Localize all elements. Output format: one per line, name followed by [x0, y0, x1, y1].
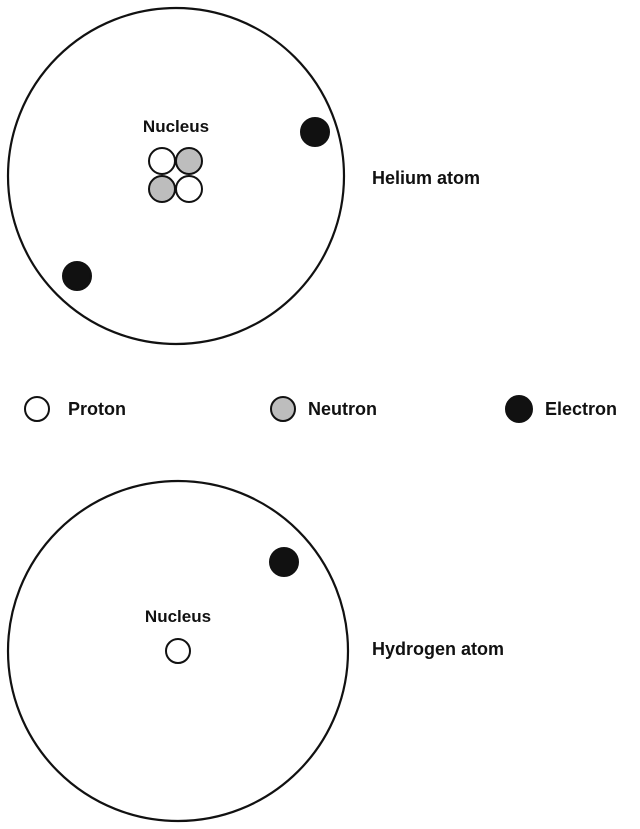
legend: Proton Neutron Electron: [24, 395, 617, 423]
hydrogen-atom: Nucleus Hydrogen atom: [6, 479, 504, 823]
hydrogen-atom-boundary: [6, 479, 350, 823]
helium-electron-2: [62, 261, 92, 291]
neutron-swatch-icon: [270, 396, 296, 422]
legend-proton-label: Proton: [68, 399, 126, 419]
helium-nucleus-particle-4: [175, 175, 203, 203]
helium-atom-label: Helium atom: [372, 168, 480, 188]
electron-swatch-icon: [505, 395, 533, 423]
helium-nucleus-label: Nucleus: [143, 117, 209, 136]
hydrogen-electron-1: [269, 547, 299, 577]
hydrogen-nucleus-label: Nucleus: [145, 607, 211, 626]
hydrogen-atom-label: Hydrogen atom: [372, 639, 504, 659]
legend-electron: Electron: [505, 395, 617, 423]
proton-swatch-icon: [24, 396, 50, 422]
legend-neutron: Neutron: [270, 396, 377, 422]
helium-electron-1: [300, 117, 330, 147]
helium-nucleus-particle-2: [175, 147, 203, 175]
helium-nucleus-particle-3: [148, 175, 176, 203]
helium-nucleus: [148, 147, 203, 203]
legend-electron-label: Electron: [545, 399, 617, 419]
helium-nucleus-particle-1: [148, 147, 176, 175]
helium-atom-boundary: [6, 6, 346, 346]
hydrogen-nucleus-particle-1: [165, 638, 191, 664]
legend-proton: Proton: [24, 396, 126, 422]
legend-neutron-label: Neutron: [308, 399, 377, 419]
helium-atom: Nucleus Helium atom: [6, 6, 480, 346]
